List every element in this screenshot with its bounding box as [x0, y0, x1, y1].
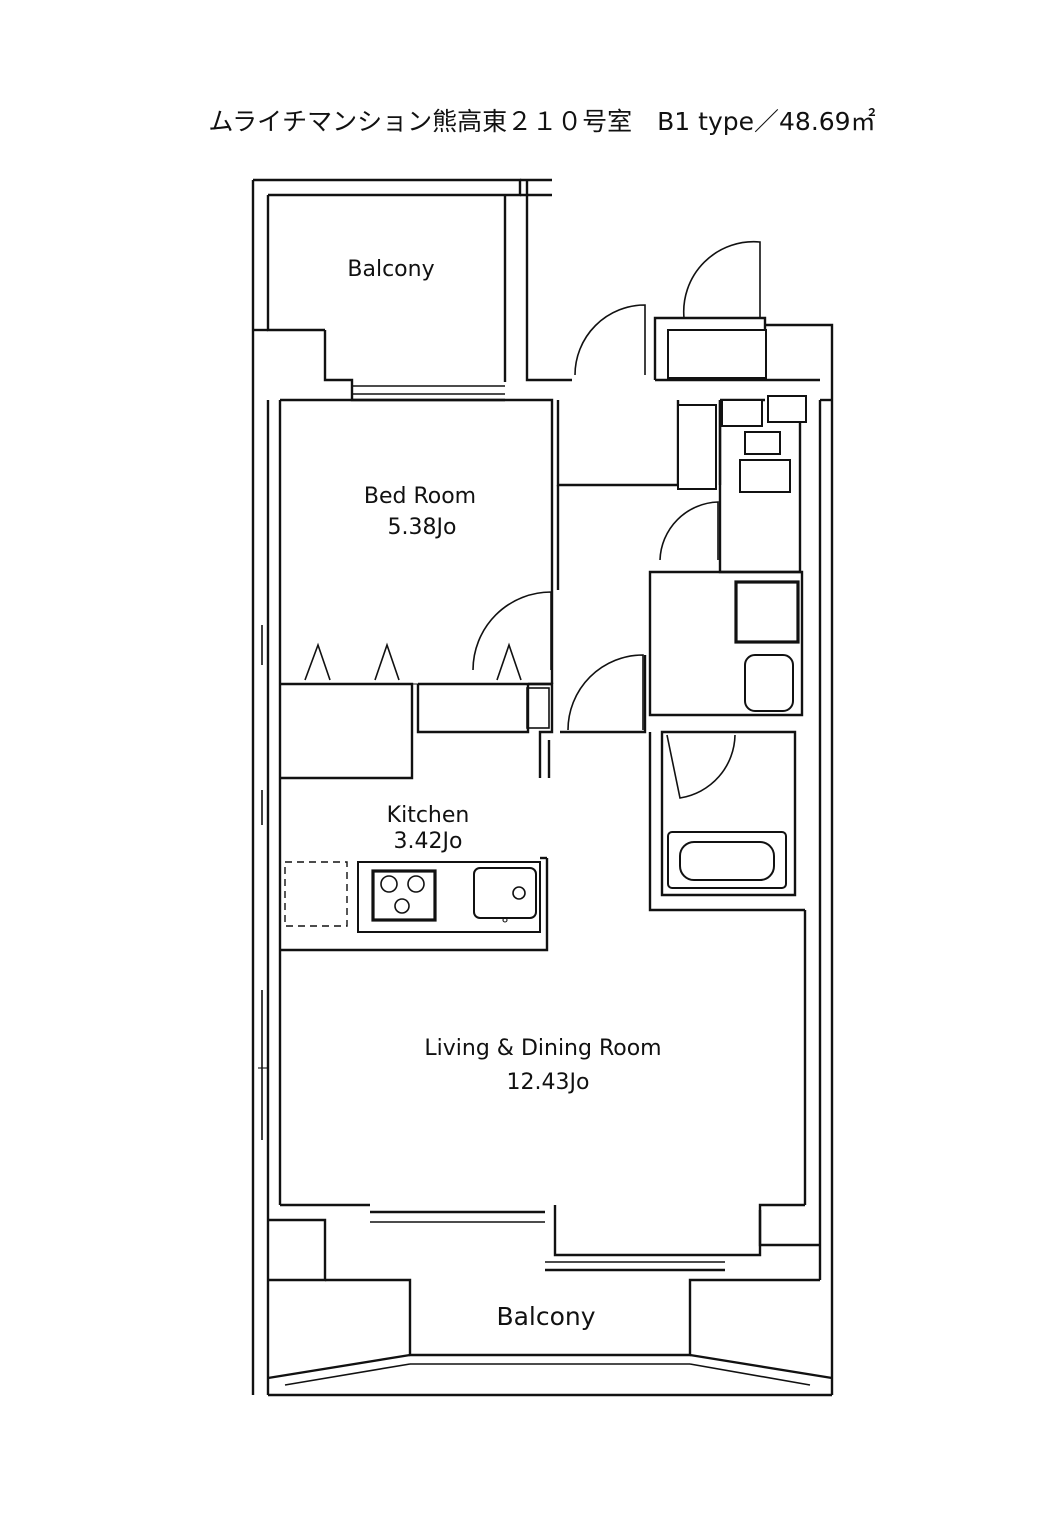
bedroom-label: Bed Room [364, 484, 476, 509]
balcony-bottom-label: Balcony [496, 1302, 595, 1331]
outer-walls [251, 178, 834, 1397]
wash-basin-icon [744, 654, 794, 712]
doors [472, 240, 761, 799]
living-label: Living & Dining Room [424, 1036, 661, 1061]
fixtures [284, 329, 807, 933]
toilet-icon [739, 459, 791, 493]
interior-walls [258, 398, 807, 1272]
washing-machine-pan [734, 580, 800, 644]
room-labels: Balcony Bed Room 5.38Jo Kitchen 3.42Jo L… [347, 257, 661, 1331]
refrigerator-space [284, 861, 348, 927]
plan-title: ムライチマンション熊高東２１０号室 B1 type／48.69㎡ [208, 107, 875, 136]
balcony-top-label: Balcony [347, 257, 434, 282]
bedroom-area: 5.38Jo [388, 515, 457, 540]
kitchen-area: 3.42Jo [394, 829, 463, 854]
kitchen-label: Kitchen [387, 803, 470, 828]
kitchen-sink-icon [473, 867, 537, 919]
toilet-tank [744, 431, 781, 455]
living-area: 12.43Jo [507, 1070, 590, 1095]
shoe-cabinet [667, 329, 767, 379]
closet [295, 642, 550, 729]
